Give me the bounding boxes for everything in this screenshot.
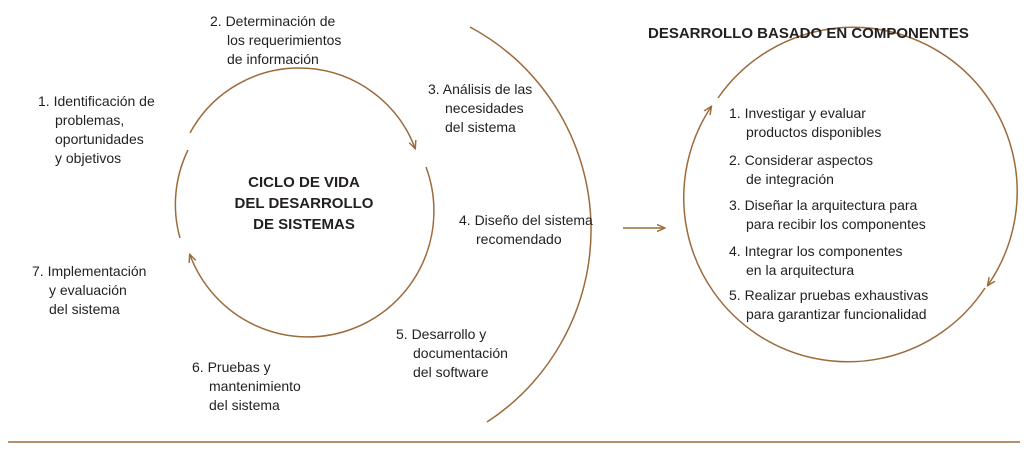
phase-6-line-3: del sistema [209, 397, 280, 413]
phase-4-line-1: 4. Diseño del sistema [459, 212, 593, 228]
outer-arc [469, 26, 592, 423]
components-step-3: 3. Diseñar la arquitectura para para rec… [729, 196, 926, 234]
phase-1-label: 1. Identificación de problemas, oportuni… [38, 92, 155, 168]
components-step-3-line-1: 3. Diseñar la arquitectura para [729, 197, 918, 213]
phase-1-line-2: problemas, [55, 112, 125, 128]
cycle-title-line-1: CICLO DE VIDA [248, 174, 360, 191]
phase-7-line-1: 7. Implementación [32, 263, 147, 279]
components-step-1-line-1: 1. Investigar y evaluar [729, 105, 866, 121]
cycle-arc-lower [190, 166, 435, 338]
phase-3-line-3: del sistema [445, 119, 516, 135]
components-step-5-line-1: 5. Realizar pruebas exhaustivas [729, 287, 929, 303]
components-step-1: 1. Investigar y evaluar productos dispon… [729, 104, 881, 142]
phase-3-line-1: 3. Análisis de las [428, 81, 533, 97]
components-circle-arc-top [717, 26, 1018, 285]
phase-6-label: 6. Pruebas y mantenimiento del sistema [192, 358, 301, 415]
cycle-arc-left [174, 149, 189, 239]
components-step-3-line-2: para recibir los componentes [746, 216, 926, 232]
phase-2-line-3: de información [227, 51, 319, 67]
components-step-2: 2. Considerar aspectos de integración [729, 151, 873, 189]
components-step-4-line-2: en la arquitectura [746, 262, 855, 278]
cycle-title-line-2: DEL DESARROLLO [234, 195, 374, 212]
phase-3-label: 3. Análisis de las necesidades del siste… [428, 80, 532, 137]
phase-7-label: 7. Implementación y evaluación del siste… [32, 262, 146, 319]
phase-7-line-3: del sistema [49, 301, 120, 317]
components-step-2-line-1: 2. Considerar aspectos [729, 152, 873, 168]
components-step-5: 5. Realizar pruebas exhaustivas para gar… [729, 286, 928, 324]
phase-5-label: 5. Desarrollo y documentación del softwa… [396, 325, 508, 382]
cycle-arc-right [189, 67, 415, 148]
components-step-4-line-1: 4. Integrar los componentes [729, 243, 903, 259]
components-title: DESARROLLO BASADO EN COMPONENTES [648, 25, 969, 42]
phase-2-label: 2. Determinación de los requerimientos d… [210, 12, 341, 69]
phase-3-line-2: necesidades [445, 100, 524, 116]
phase-2-line-1: 2. Determinación de [210, 13, 336, 29]
components-step-1-line-2: productos disponibles [746, 124, 882, 140]
phase-1-line-4: y objetivos [55, 150, 122, 166]
phase-5-line-3: del software [413, 364, 489, 380]
components-step-4: 4. Integrar los componentes en la arquit… [729, 242, 903, 280]
phase-4-line-2: recomendado [476, 231, 562, 247]
components-circle-arc [683, 107, 986, 363]
cycle-title-line-3: DE SISTEMAS [253, 216, 355, 233]
phase-6-line-1: 6. Pruebas y [192, 359, 271, 375]
components-step-5-line-2: para garantizar funcionalidad [746, 306, 927, 322]
phase-2-line-2: los requerimientos [227, 32, 342, 48]
phase-4-label: 4. Diseño del sistema recomendado [459, 211, 593, 249]
phase-5-line-2: documentación [413, 345, 508, 361]
phase-1-line-1: 1. Identificación de [38, 93, 155, 109]
cycle-title: CICLO DE VIDA DEL DESARROLLO DE SISTEMAS [224, 172, 384, 235]
phase-1-line-3: oportunidades [55, 131, 144, 147]
phase-7-line-2: y evaluación [49, 282, 127, 298]
components-step-2-line-2: de integración [746, 171, 834, 187]
phase-6-line-2: mantenimiento [209, 378, 301, 394]
phase-5-line-1: 5. Desarrollo y [396, 326, 487, 342]
